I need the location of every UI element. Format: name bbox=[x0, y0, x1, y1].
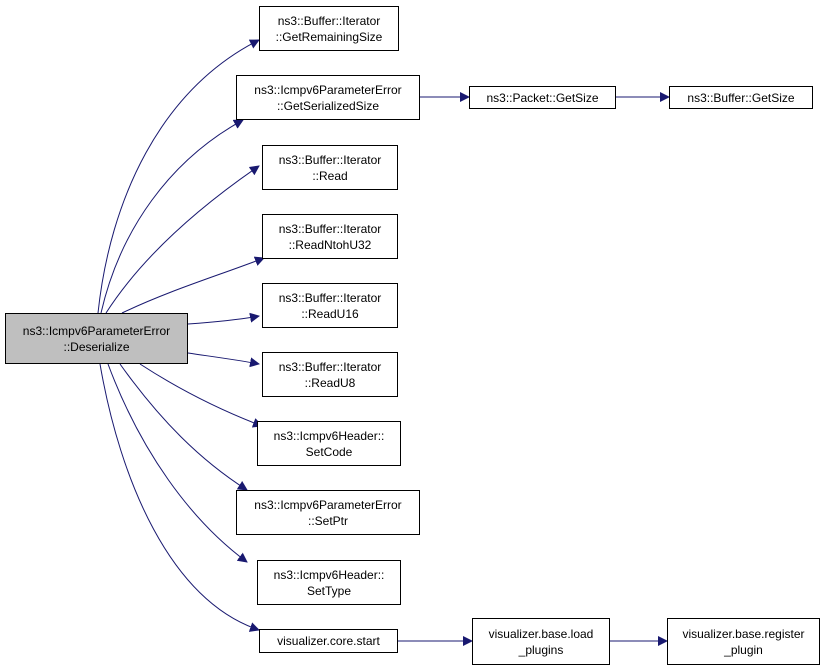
edge-root-set-code bbox=[139, 363, 263, 428]
node-label-line1: ns3::Icmpv6ParameterError bbox=[254, 497, 402, 512]
node-label-line1: ns3::Icmpv6Header:: bbox=[273, 567, 385, 582]
node-icmpv6-header-set-code[interactable]: ns3::Icmpv6Header:: SetCode bbox=[257, 421, 401, 466]
node-icmpv6-parameter-error-get-serialized-size[interactable]: ns3::Icmpv6ParameterError ::GetSerialize… bbox=[236, 75, 420, 120]
edge-root-get-serialized-size bbox=[100, 119, 244, 314]
node-label-line2: ::GetRemainingSize bbox=[275, 29, 383, 44]
node-icmpv6-header-set-type[interactable]: ns3::Icmpv6Header:: SetType bbox=[257, 560, 401, 605]
node-label-line2: _plugins bbox=[518, 642, 564, 657]
node-visualizer-base-register-plugin[interactable]: visualizer.base.register _plugin bbox=[667, 618, 820, 665]
node-label-line1: ns3::Buffer::Iterator bbox=[278, 290, 382, 305]
node-label-line1: visualizer.core.start bbox=[277, 634, 380, 648]
node-buffer-iterator-get-remaining-size[interactable]: ns3::Buffer::Iterator ::GetRemainingSize bbox=[259, 6, 399, 51]
node-label-line2: SetCode bbox=[305, 444, 353, 459]
node-label-line1: ns3::Icmpv6Header:: bbox=[273, 428, 385, 443]
node-label-line2: ::ReadU8 bbox=[304, 375, 356, 390]
node-label-line1: ns3::Buffer::Iterator bbox=[278, 152, 382, 167]
node-label-line2: SetType bbox=[306, 583, 352, 598]
node-label-line2: _plugin bbox=[724, 642, 763, 657]
edge-root-read bbox=[105, 165, 260, 314]
edge-root-read-u8 bbox=[187, 352, 260, 368]
node-label-line1: ns3::Buffer::Iterator bbox=[278, 359, 382, 374]
node-icmpv6-parameter-error-deserialize[interactable]: ns3::Icmpv6ParameterError ::Deserialize bbox=[5, 313, 188, 364]
edge-root-core-start bbox=[99, 363, 260, 632]
node-label-line2: ::Deserialize bbox=[63, 339, 130, 354]
node-buffer-iterator-read-ntoh-u32[interactable]: ns3::Buffer::Iterator ::ReadNtohU32 bbox=[262, 214, 398, 259]
node-visualizer-core-start[interactable]: visualizer.core.start bbox=[259, 629, 398, 653]
node-label-line2: ::Read bbox=[312, 168, 348, 183]
node-icmpv6-parameter-error-set-ptr[interactable]: ns3::Icmpv6ParameterError ::SetPtr bbox=[236, 490, 420, 535]
node-buffer-iterator-read-u16[interactable]: ns3::Buffer::Iterator ::ReadU16 bbox=[262, 283, 398, 328]
edge-root-set-ptr bbox=[119, 363, 248, 491]
node-buffer-iterator-read[interactable]: ns3::Buffer::Iterator ::Read bbox=[262, 145, 398, 190]
node-label-line1: ns3::Buffer::Iterator bbox=[277, 13, 381, 28]
node-buffer-iterator-read-u8[interactable]: ns3::Buffer::Iterator ::ReadU8 bbox=[262, 352, 398, 397]
edge-root-get-remaining-size bbox=[97, 39, 260, 314]
node-buffer-get-size[interactable]: ns3::Buffer::GetSize bbox=[669, 86, 813, 109]
node-label-line1: visualizer.base.load bbox=[488, 626, 594, 641]
node-label-line2: ::SetPtr bbox=[307, 513, 348, 528]
edge-root-read-u16 bbox=[187, 312, 260, 325]
node-label-line2: ::GetSerializedSize bbox=[276, 98, 380, 113]
node-label-line1: ns3::Buffer::Iterator bbox=[278, 221, 382, 236]
node-label-line2: ::ReadNtohU32 bbox=[288, 237, 372, 252]
node-label-line1: visualizer.base.register bbox=[682, 626, 805, 641]
node-visualizer-base-load-plugins[interactable]: visualizer.base.load _plugins bbox=[472, 618, 610, 665]
node-label-line2: ::ReadU16 bbox=[301, 306, 359, 321]
edge-root-read-ntoh-u32 bbox=[121, 256, 265, 314]
node-label-line1: ns3::Icmpv6ParameterError bbox=[22, 323, 171, 338]
node-packet-get-size[interactable]: ns3::Packet::GetSize bbox=[469, 86, 616, 109]
node-label-line1: ns3::Buffer::GetSize bbox=[687, 90, 795, 105]
edge-root-set-type bbox=[107, 363, 248, 563]
node-label-line1: ns3::Packet::GetSize bbox=[486, 90, 599, 105]
node-label-line1: ns3::Icmpv6ParameterError bbox=[254, 82, 402, 97]
